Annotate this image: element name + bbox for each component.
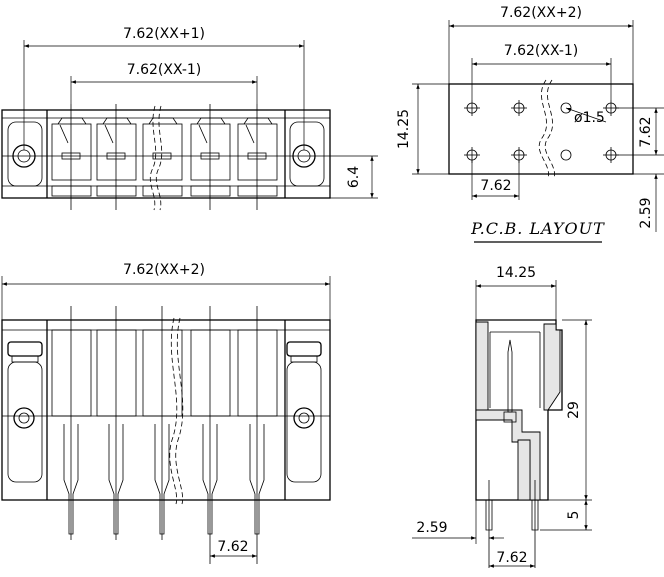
pcb-layout-title: P.C.B. LAYOUT: [470, 219, 605, 238]
pcb-offset-dim: 2.59: [638, 197, 654, 228]
side-view-pin-dim: 5: [566, 511, 582, 520]
top-view-width-dim: 7.62(XX+1): [123, 26, 205, 42]
pcb-pitch-dim: 7.62: [480, 178, 511, 194]
front-view: 7.62(XX+2) 7.62: [1, 262, 331, 564]
front-view-pitch-dim: 7.62: [217, 539, 248, 555]
pcb-row-dim: 7.62: [638, 116, 654, 147]
pcb-height-dim: 14.25: [396, 109, 412, 149]
top-view-inner-dim: 7.62(XX-1): [127, 62, 202, 78]
pcb-layout-view: 7.62(XX+2) 7.62(XX-1) 14.25 ø1.5 7.62 7.…: [396, 5, 664, 243]
side-view-depth-dim: 14.25: [496, 265, 536, 281]
pcb-hole-dim: ø1.5: [574, 110, 605, 126]
top-view-height-dim: 6.4: [346, 166, 362, 188]
top-view: 7.62(XX+1) 7.62(XX-1) 6.4: [1, 26, 378, 211]
pcb-width-dim: 7.62(XX+2): [500, 5, 582, 21]
side-view-height-dim: 29: [566, 401, 582, 419]
pcb-inner-dim: 7.62(XX-1): [504, 43, 579, 59]
side-view: 14.25 29 5 2.59 7.62: [412, 265, 592, 568]
front-view-width-dim: 7.62(XX+2): [123, 262, 205, 278]
side-view-offset-dim: 2.59: [416, 520, 447, 536]
side-view-pitch-dim: 7.62: [496, 550, 527, 566]
